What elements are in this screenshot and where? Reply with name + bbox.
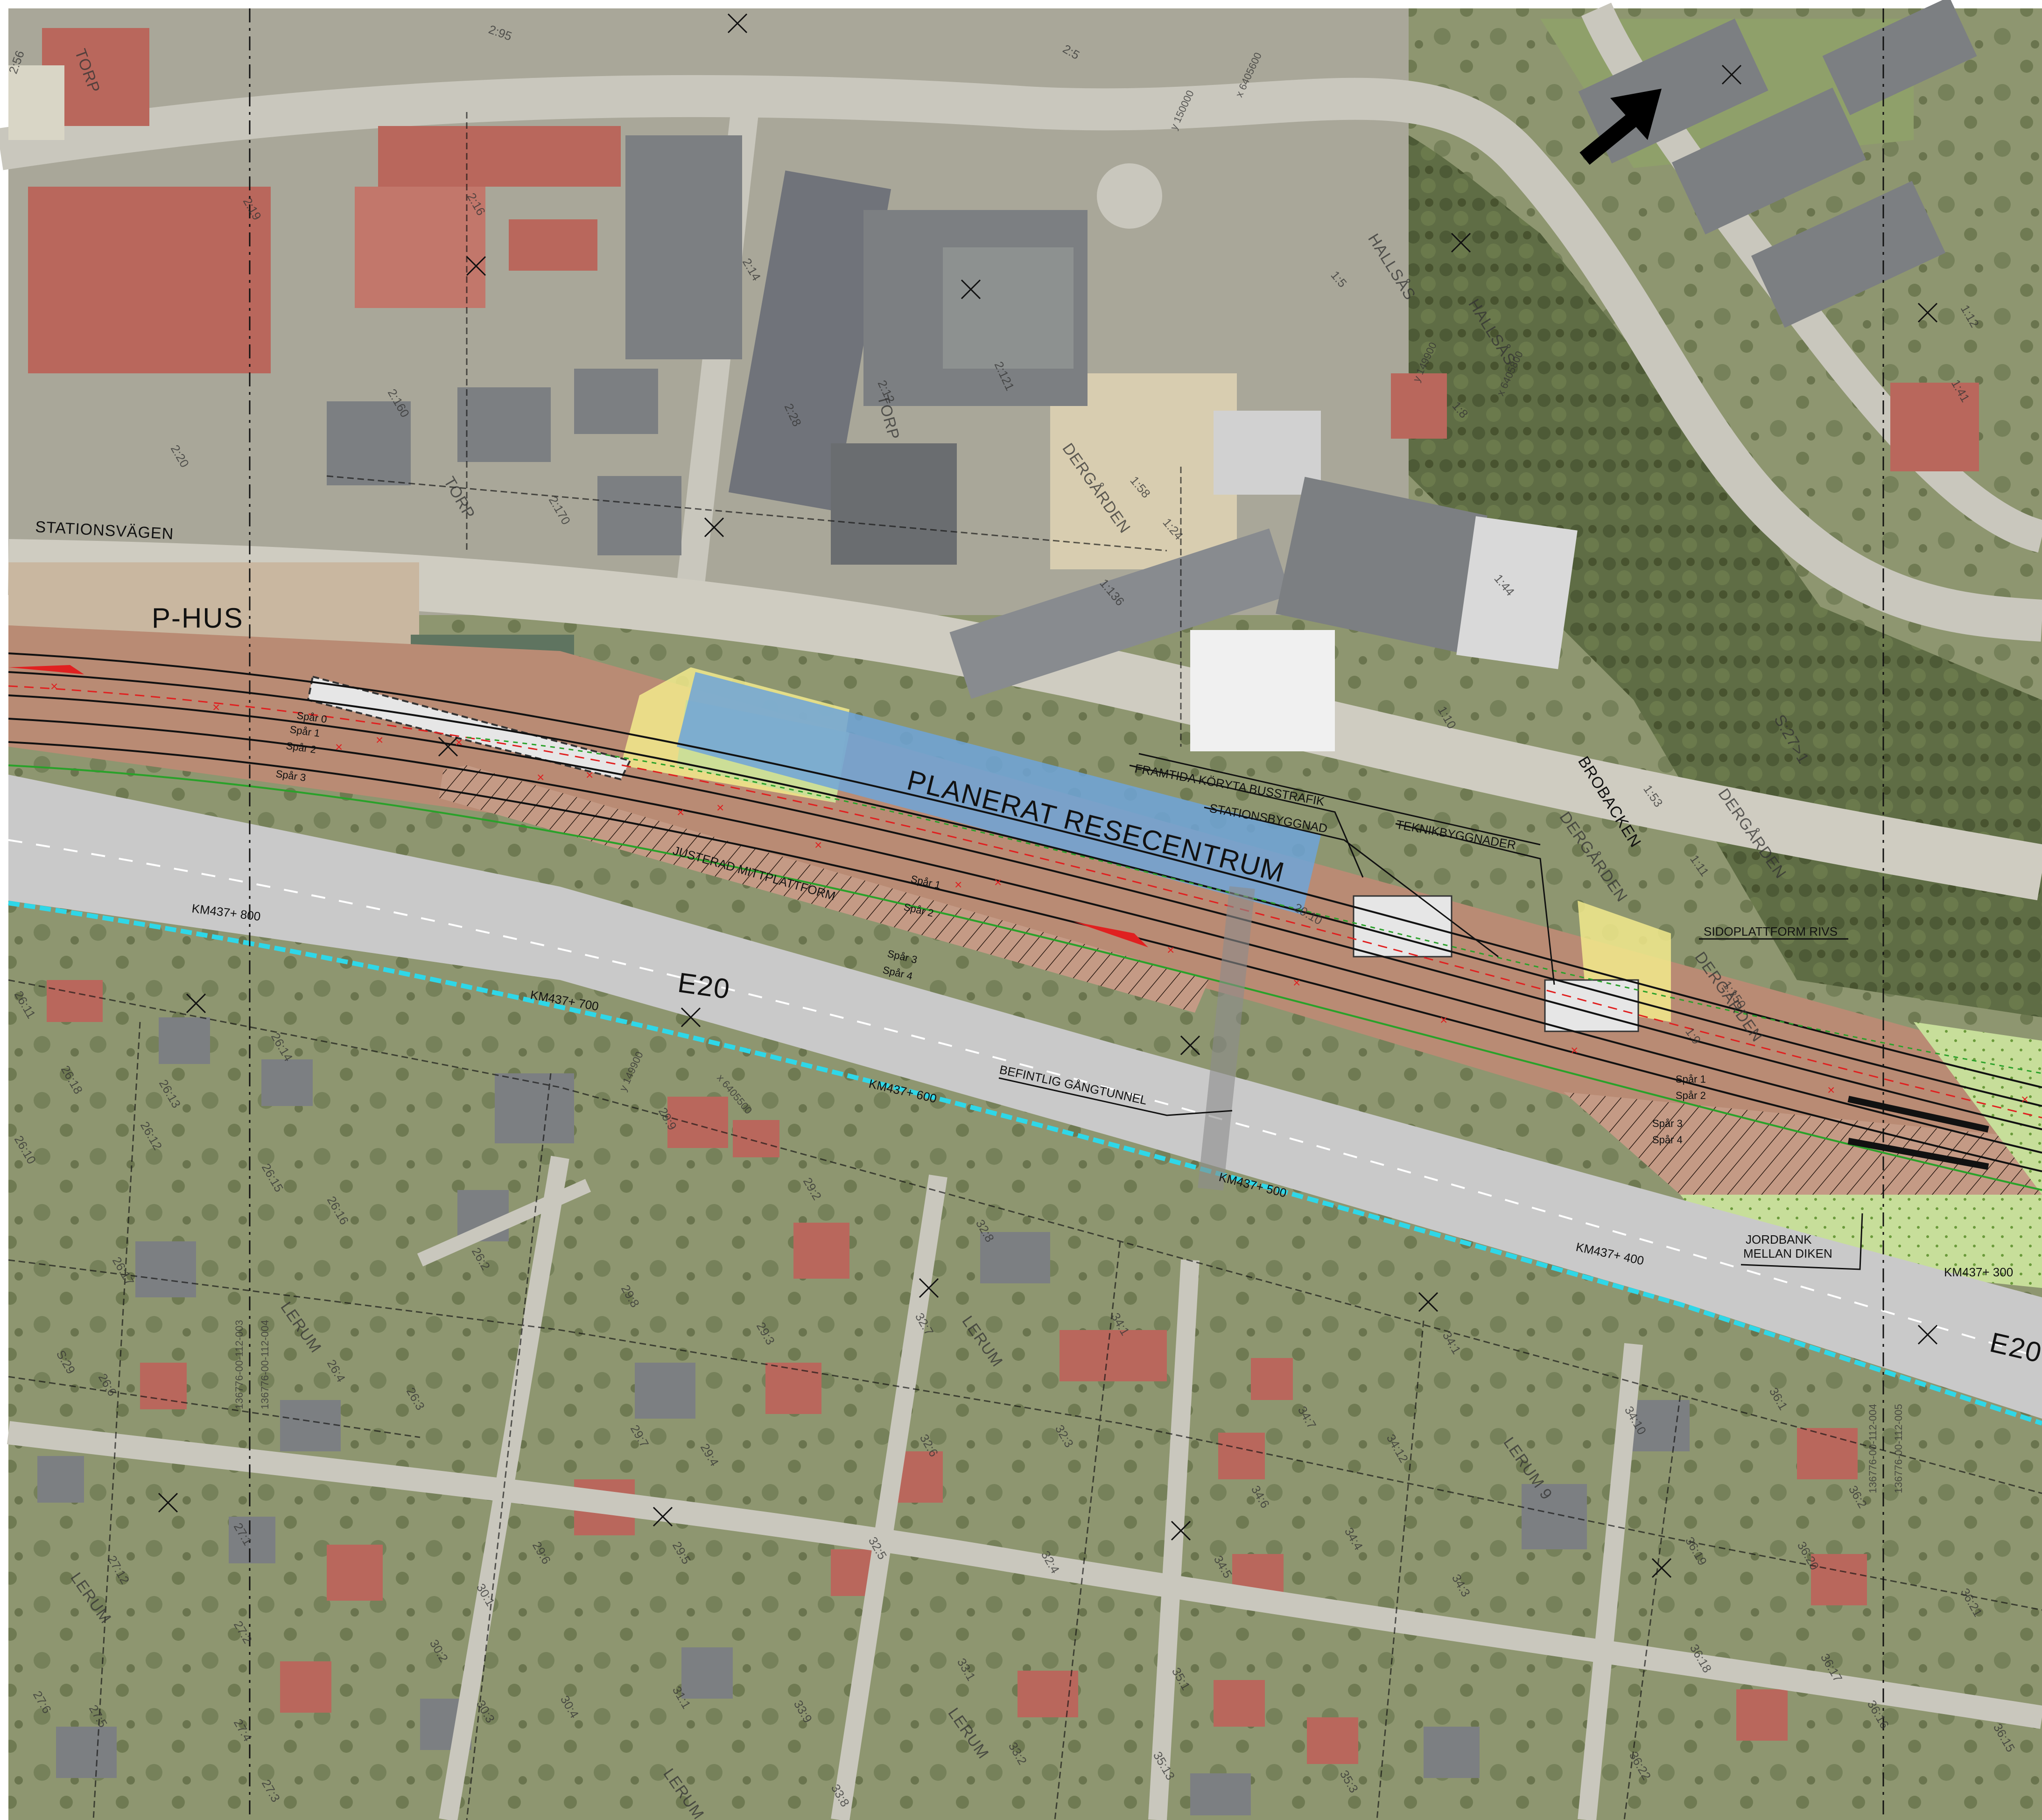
- svg-text:×: ×: [994, 875, 1002, 889]
- justerad-mittplattform: [439, 765, 1209, 1013]
- roundabout: [1097, 163, 1162, 229]
- svg-text:×: ×: [586, 768, 593, 782]
- svg-text:×: ×: [1827, 1083, 1835, 1097]
- roads-south: [7, 1155, 2042, 1820]
- svg-text:×: ×: [212, 700, 220, 714]
- gangtunnel-strip: [1198, 886, 1255, 1191]
- red-arrow-left: [8, 665, 84, 674]
- leader-lines: [998, 753, 1863, 1270]
- sheet-ref-right-2: 136776-00-112-005: [1893, 1404, 1904, 1493]
- annotation-p-hus: P-HUS: [152, 602, 244, 634]
- sheet-match-lines: [249, 8, 1884, 1820]
- svg-text:×: ×: [537, 770, 544, 784]
- road-north-curve: [0, 75, 2042, 642]
- track-label-right-1: Spår 1: [1676, 1073, 1706, 1085]
- svg-text:×: ×: [814, 838, 822, 852]
- svg-text:×: ×: [677, 805, 684, 819]
- sheet-ref-left-1: 136776-00-112-003: [233, 1320, 245, 1409]
- road-label-e20-top: E20: [676, 967, 732, 1005]
- tracks: [8, 652, 2042, 1191]
- property-lines: [8, 112, 2042, 1820]
- cyan-boundary: [8, 901, 2042, 1426]
- sheet-ref-right-1: 136776-00-112-004: [1867, 1404, 1879, 1493]
- white-margin-top: [0, 0, 2042, 8]
- red-markers: × × × × × × × × × × × × × × × × × ×: [50, 679, 2028, 1106]
- annotation-sidoplattform-rivs: SIDOPLATTFORM RIVS: [1704, 924, 1838, 938]
- sheet-ref-left-2: 136776-00-112-004: [259, 1320, 271, 1409]
- svg-text:×: ×: [1571, 1043, 1578, 1057]
- chainage-km300: KM437+ 300: [1944, 1265, 2013, 1279]
- svg-text:×: ×: [954, 877, 962, 892]
- green-zone-right: [1680, 1022, 2042, 1288]
- track-label-right-4: Spår 4: [1652, 1134, 1683, 1146]
- svg-text:×: ×: [376, 733, 383, 747]
- grid-crosses: [158, 13, 1938, 1578]
- svg-text:×: ×: [335, 740, 343, 754]
- svg-text:×: ×: [1293, 975, 1300, 990]
- annotation-mellan-diken: MELLAN DIKEN: [1743, 1246, 1832, 1260]
- svg-text:×: ×: [455, 735, 463, 749]
- stationsbyggnad: [1353, 895, 1453, 958]
- svg-text:×: ×: [1167, 943, 1174, 957]
- north-arrow-icon: [1579, 89, 1662, 165]
- svg-text:×: ×: [1440, 1013, 1447, 1027]
- svg-text:×: ×: [2021, 1092, 2028, 1106]
- track-label-right-2: Spår 2: [1676, 1090, 1706, 1101]
- red-arrow-mid: [1074, 922, 1148, 947]
- teknikbyggnader: [1544, 979, 1639, 1032]
- svg-text:×: ×: [50, 679, 58, 693]
- buildings-north: [8, 0, 1979, 751]
- svg-text:×: ×: [716, 800, 724, 815]
- rail-embankment-right: [1564, 1092, 2042, 1195]
- planned-resecentrum-zone: [677, 672, 1321, 915]
- highway-e20: [8, 775, 2042, 1419]
- annotation-jordbank: JORDBANK: [1746, 1232, 1812, 1246]
- white-margin-left: [0, 0, 8, 1820]
- track-label-right-3: Spår 3: [1652, 1118, 1683, 1129]
